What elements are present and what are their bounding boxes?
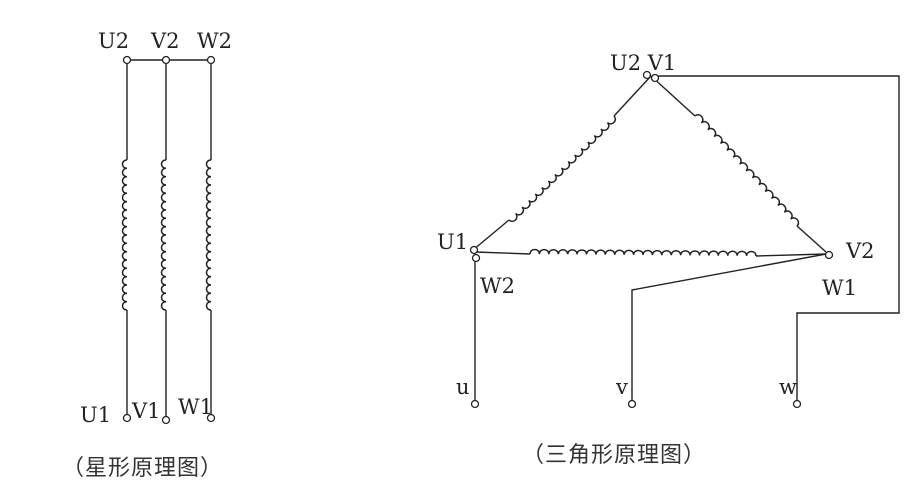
star-terminal-v1 [161,415,171,425]
star-phase-w [205,60,212,418]
star-phase-v [160,60,167,418]
star-w-coil [205,159,212,311]
star-u-coil [121,159,128,311]
delta-label-u1: U1 [437,230,468,254]
star-terminal-u1 [122,413,132,423]
delta-terminal-u [470,399,480,409]
star-caption: （星形原理图） [62,456,223,481]
delta-bottom-coil [529,248,757,257]
star-label-v2: V2 [150,29,180,53]
delta-label-w1: W1 [822,276,857,300]
delta-lead-v [631,253,827,402]
delta-right-wire-a [650,75,696,117]
delta-terminal-w [792,399,802,409]
delta-terminal-u2 [642,70,652,80]
delta-terminal-v1 [650,73,660,83]
star-label-w2: W2 [197,29,232,53]
delta-label-u2v1: U2 V1 [610,51,676,75]
delta-terminal-u1 [469,245,479,255]
delta-terminal-v2-w1 [824,250,834,260]
star-label-w1: W1 [178,395,213,419]
delta-lead-w [654,75,900,402]
star-terminal-w2 [206,55,216,65]
star-label-v1: V1 [131,399,161,423]
delta-caption: （三角形原理图） [522,443,706,468]
star-label-u2: U2 [98,29,129,53]
star-terminal-u2 [122,55,132,65]
delta-label-u: u [456,375,470,399]
star-v-coil [160,159,167,311]
star-diagram: U2 V2 W2 U1 V1 W1 （星形原理图） [62,29,232,481]
star-terminal-v2 [161,55,171,65]
star-label-u1: U1 [80,403,111,427]
delta-terminal-w2 [471,253,481,263]
delta-label-w: w [779,375,797,399]
delta-left-coil [508,115,617,223]
delta-left-wire-b [613,75,652,117]
delta-right-coil [694,114,800,227]
star-terminal-w1 [206,413,216,423]
delta-right-wire-b [796,225,827,253]
delta-terminal-v [627,399,637,409]
delta-left-wire-a [472,219,510,251]
star-phase-u [121,60,128,418]
delta-diagram: U2 V1 U1 W2 V2 W1 u v w （三角形原理图） [437,51,900,468]
delta-label-w2: W2 [480,274,515,298]
delta-bottom-wire-a [474,251,531,255]
delta-label-v2: V2 [845,239,875,263]
delta-label-v: v [615,375,628,399]
delta-bottom-wire-b [755,253,827,257]
